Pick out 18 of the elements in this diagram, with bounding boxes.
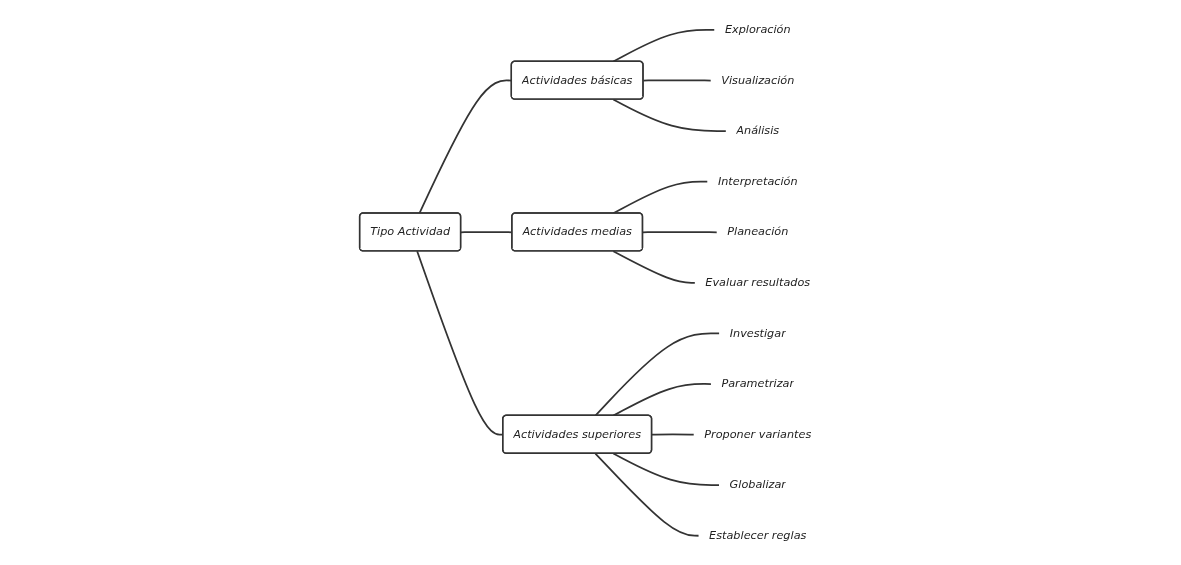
connector bbox=[642, 79, 712, 82]
connector bbox=[594, 332, 721, 417]
node-text: Proponer variantes bbox=[704, 427, 812, 441]
node-text: Globalizar bbox=[729, 477, 786, 492]
connector bbox=[612, 250, 696, 284]
node-text: Visualización bbox=[721, 73, 795, 87]
connector bbox=[612, 29, 716, 63]
node-text: Parametrizar bbox=[721, 376, 794, 390]
connector bbox=[612, 383, 712, 417]
connector bbox=[594, 452, 700, 537]
node-text: Investigar bbox=[729, 326, 786, 340]
node-text: Interpretación bbox=[717, 174, 798, 188]
node-text: Exploración bbox=[724, 22, 791, 36]
node-text: Análisis bbox=[736, 123, 779, 138]
connector bbox=[612, 98, 727, 132]
node-text: Establecer reglas bbox=[708, 528, 807, 542]
node-text: Evaluar resultados bbox=[705, 275, 810, 289]
node-text: Planeación bbox=[727, 224, 789, 239]
